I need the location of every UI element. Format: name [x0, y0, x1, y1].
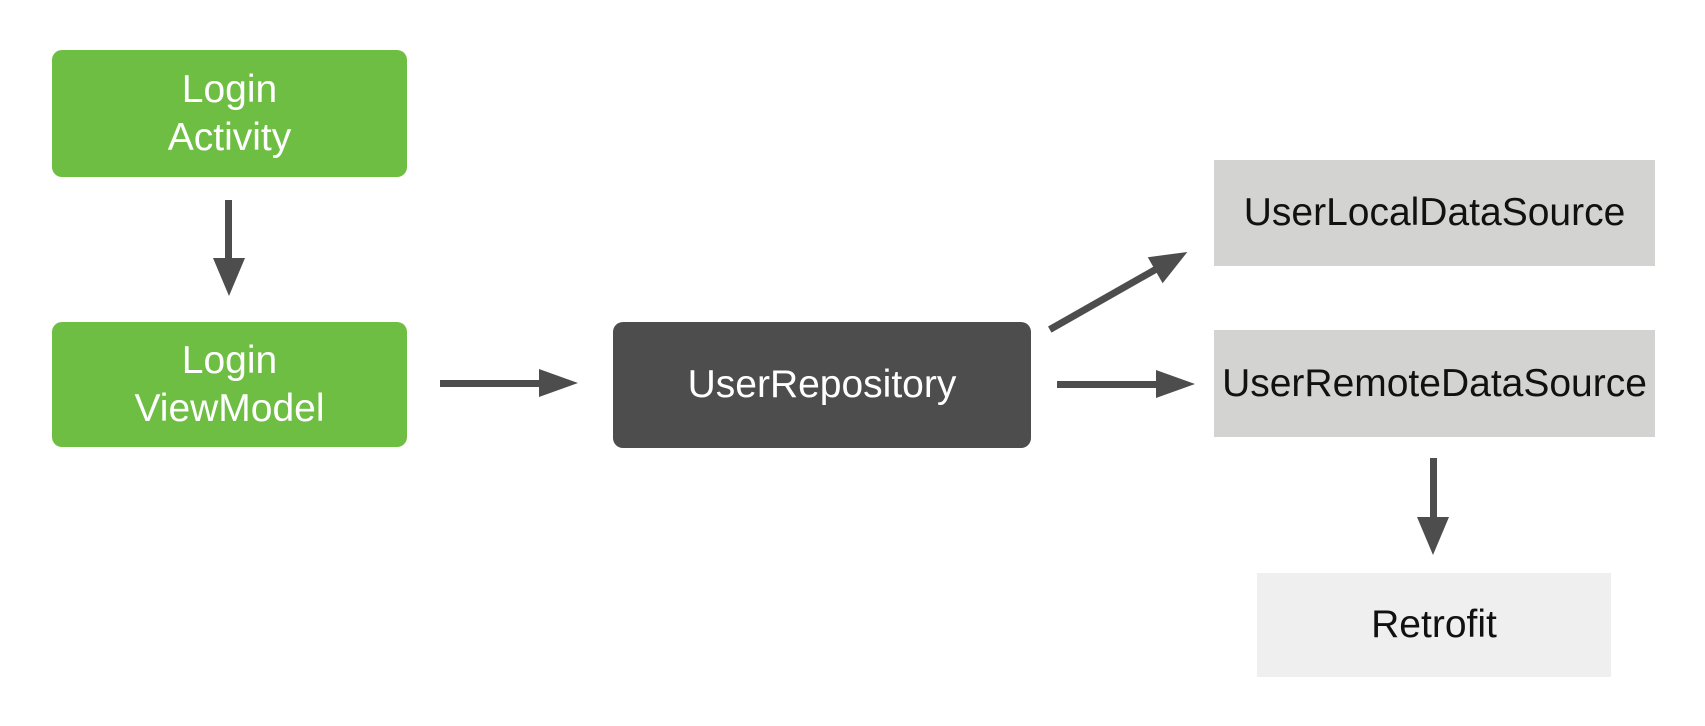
node-user-local-data-source-label: UserLocalDataSource: [1243, 191, 1626, 234]
node-login-activity-line2: Activity: [167, 115, 292, 159]
node-retrofit: Retrofit: [1257, 573, 1611, 677]
arrow-repository-to-local-datasource: [1048, 238, 1195, 333]
node-user-remote-data-source: UserRemoteDataSource: [1214, 330, 1655, 437]
node-login-viewmodel-line2: ViewModel: [134, 386, 325, 430]
arrow-repository-to-local-datasource-head-icon: [1147, 238, 1195, 284]
arrow-repository-to-remote-datasource-head-icon: [1156, 370, 1195, 398]
arrow-repository-to-local-datasource-shaft: [1048, 265, 1159, 333]
node-user-repository-label: UserRepository: [687, 363, 957, 406]
node-user-remote-data-source-label: UserRemoteDataSource: [1222, 361, 1647, 405]
arrow-activity-to-viewmodel-head-icon: [213, 258, 245, 296]
arrow-viewmodel-to-repository-head-icon: [539, 369, 578, 397]
arrow-remote-datasource-to-retrofit-shaft: [1430, 458, 1437, 518]
arrow-repository-to-remote-datasource-shaft: [1057, 381, 1158, 388]
arrow-viewmodel-to-repository-shaft: [440, 380, 541, 387]
node-login-activity: Login Activity: [52, 50, 407, 177]
arrow-activity-to-viewmodel-shaft: [225, 200, 232, 259]
node-login-activity-line1: Login: [181, 67, 278, 111]
node-user-local-data-source: UserLocalDataSource: [1214, 160, 1655, 266]
node-login-viewmodel-line1: Login: [181, 338, 278, 382]
node-retrofit-label: Retrofit: [1371, 603, 1497, 646]
node-login-viewmodel: Login ViewModel: [52, 322, 407, 447]
node-user-repository: UserRepository: [613, 322, 1031, 448]
arrow-remote-datasource-to-retrofit-head-icon: [1417, 517, 1449, 555]
